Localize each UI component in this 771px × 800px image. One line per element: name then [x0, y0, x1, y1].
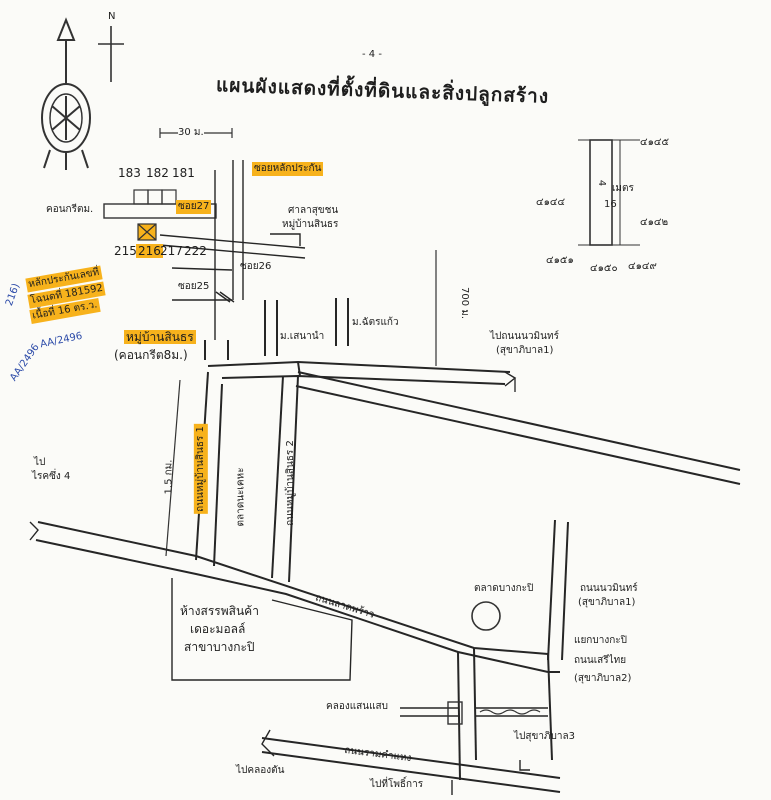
label-junction-bangkapi: แยกบางกะปิ [574, 635, 627, 646]
label-serithai-1: ถนนเสรีไทย [574, 655, 627, 666]
label-soi27: ซอย27 [176, 200, 212, 214]
plot-182: 182 [146, 166, 169, 180]
plot-217: 217 [160, 244, 183, 258]
label-market-bangkapi: ตลาดบางกะปิ [474, 583, 534, 594]
label-to-soi4-1: ไป [34, 457, 46, 468]
label-village-1: หมู่บ้านสินธร [124, 330, 196, 344]
page-number: - 4 - [362, 49, 382, 60]
label-to-sukhapiban3: ไปสุขาภิบาล3 [514, 731, 575, 742]
north-arrow [98, 26, 124, 82]
label-village-2: (คอนกรีต8ม.) [114, 348, 188, 362]
label-to-nawamin-1: ไปถนนนวมินทร์ [490, 331, 559, 342]
inset-dim-2: เมตร [612, 183, 634, 194]
inset-dim-1: 4 [596, 179, 608, 187]
plot-222: 222 [184, 244, 207, 258]
inset-neighbor-6: ๔๑๔๙ [628, 261, 657, 272]
label-nawamin-2: (สุขาภิบาล1) [578, 597, 636, 608]
label-to-soi4-2: ไรคซึ่ง 4 [32, 471, 71, 482]
label-dept-store-3: สาขาบางกะปิ [184, 640, 255, 654]
plot-row [103, 189, 217, 241]
label-concrete: คอนกรีตม. [46, 204, 94, 215]
label-moo-chatchai: ม.ฉัตรแก้ว [352, 317, 399, 328]
label-serithai-2: (สุขาภิบาล2) [574, 673, 632, 684]
label-moo-senanam: ม.เสนานำ [280, 331, 325, 342]
label-collateral-soi: ซอยหลักประกัน [252, 162, 324, 176]
label-to-nawamin-2: (สุขาภิบาล1) [496, 345, 554, 356]
label-market-kheha: ตลาดนะเคหะ [235, 467, 247, 527]
scale-30m: 30 ม. [178, 126, 204, 140]
plot-181: 181 [172, 166, 195, 180]
inset-neighbor-5: ๔๑๕๐ [590, 263, 618, 274]
label-road-sinthon1: ถนนหมู่บ้านสินธร 1 [193, 424, 208, 514]
label-road-sinthon2: ถนนหมู่บ้านสินธร 2 [284, 440, 296, 526]
inset-neighbor-4: ๔๑๕๑ [546, 255, 574, 266]
label-dept-store-2: เดอะมอลล์ [190, 622, 246, 636]
scale-700m: 700 ม. [459, 286, 471, 320]
label-soi25: ซอย25 [178, 281, 210, 292]
inset-neighbor-2: ๔๑๔๔ [536, 197, 566, 208]
inset-dim-3: 16 [604, 199, 617, 210]
scale-15km: 1.5 กม. [163, 459, 175, 495]
north-label: N [108, 11, 116, 22]
plot-215: 215 [114, 244, 137, 258]
seal-logo [41, 17, 91, 170]
inset-neighbor-1: ๔๑๔๕ [640, 137, 670, 148]
label-soi26: ซอย26 [240, 261, 272, 272]
plot-216: 216 [136, 244, 163, 258]
label-to-khlongtan: ไปคลองตัน [236, 765, 285, 776]
inset-plot [578, 139, 640, 246]
label-dept-store-1: ห้างสรรพสินค้า [180, 604, 259, 618]
label-pavilion-1: ศาลาสุขชน [288, 205, 339, 216]
label-pavilion-2: หมู่บ้านสินธร [282, 219, 339, 230]
label-canal: คลองแสนแสบ [326, 701, 388, 712]
label-to-pho: ไปที่โพธิ์การ [370, 779, 424, 790]
inset-neighbor-3: ๔๑๔๒ [640, 217, 669, 228]
label-nawamin-1: ถนนนวมินทร์ [580, 583, 638, 594]
plot-183: 183 [118, 166, 141, 180]
